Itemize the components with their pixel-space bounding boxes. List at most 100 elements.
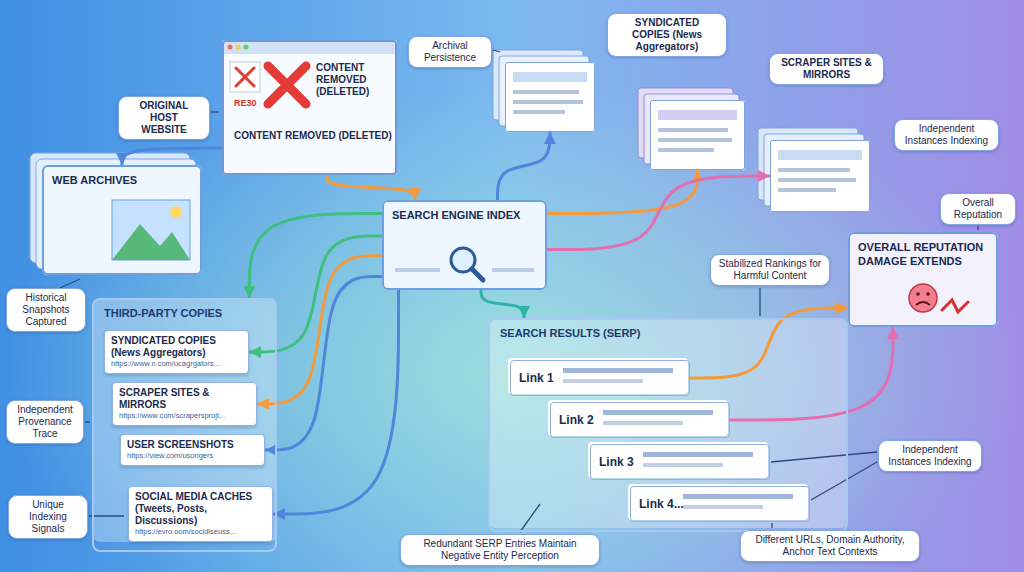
leader-line (493, 50, 500, 52)
copy-stack: Independent Instances Indexing (770, 140, 870, 212)
node-heading: WEB ARCHIVES (52, 173, 192, 187)
leader-line (977, 226, 978, 230)
group-panel: THIRD-PARTY COPIES SYNDICATED COPIES (New… (92, 298, 277, 552)
copy-card: SCRAPER SITES & MIRRORShttps://www.com/s… (112, 382, 257, 426)
node-heading: SOCIAL MEDIA CACHES (Tweets, Posts, Disc… (135, 491, 266, 527)
face-eye (916, 292, 920, 296)
copy-card: SYNDICATED COPIES (News Aggregators)http… (104, 330, 249, 374)
result-bar (643, 452, 753, 457)
leader-line (811, 462, 877, 500)
node-heading: Independent Instances Indexing (894, 119, 999, 151)
node-heading: CONTENT REMOVED (DELETED) (316, 62, 394, 98)
panel-fill (92, 298, 277, 542)
copy-line (658, 128, 728, 132)
copy-bar (658, 110, 737, 120)
leader-line (520, 504, 540, 532)
flow-arrow (730, 327, 893, 420)
index-fill (382, 200, 547, 290)
callout-label: Redundant SERP Entries Maintain Negative… (400, 534, 600, 566)
link-fill (628, 484, 808, 520)
face-mouth (916, 302, 930, 305)
node-heading: SCRAPER SITES & MIRRORS (119, 387, 250, 411)
result-link: Link 2 (550, 402, 730, 438)
copy-stack: SYNDICATED COPIES (News Aggregators) (505, 62, 595, 132)
window-dot (244, 45, 249, 50)
flow-arrow (547, 176, 770, 250)
copy-line (513, 100, 583, 104)
copy-line (658, 138, 732, 142)
browser-window: CONTENT REMOVED (DELETED)CONTENT REMOVED… (222, 40, 397, 175)
node-heading: SEARCH RESULTS (SERP) (500, 326, 836, 340)
copy-line (778, 178, 856, 182)
copy-line (513, 110, 565, 114)
result-bar (603, 421, 683, 425)
index-box: SEARCH ENGINE INDEX (382, 200, 547, 290)
node-heading: USER SCREENSHOTS (127, 439, 258, 451)
picture-hills (112, 224, 190, 260)
flow-arrow (481, 290, 524, 318)
flow-arrow (122, 148, 222, 165)
leader-line (771, 523, 772, 528)
node-heading: Link 1 (519, 371, 681, 385)
result-bar (683, 505, 763, 509)
node-heading: OVERALL REPUTATION DAMAGE EXTENDS (858, 240, 988, 268)
node-text: RE30 (234, 98, 264, 109)
link-fill (508, 358, 688, 394)
copy-front-fill (770, 140, 870, 212)
window-bar (222, 40, 397, 54)
leader-line (60, 279, 80, 288)
copy-card: SOCIAL MEDIA CACHES (Tweets, Posts, Disc… (128, 486, 273, 542)
callout-label: Different URLs, Domain Authority, Anchor… (740, 530, 920, 562)
link-fill (548, 400, 728, 436)
copy-stack: SCRAPER SITES & MIRRORS (650, 100, 745, 170)
copy-bar (778, 150, 862, 160)
node-text: https://www.n.com/ucagrgators... (111, 359, 242, 369)
big-red-x (268, 66, 306, 104)
node-text: https://evro.oom/socidiseuss... (135, 527, 266, 537)
index-bar (492, 268, 534, 272)
result-link: Link 3 (590, 444, 770, 480)
leader-line (85, 421, 90, 422)
node-heading: THIRD-PARTY COPIES (104, 306, 265, 320)
archive-box: WEB ARCHIVES (42, 165, 202, 275)
panel-fill (488, 318, 848, 528)
result-link: Link 4... (630, 486, 810, 522)
node-text: https://view.com/usongers (127, 451, 258, 461)
result-bar (563, 379, 643, 383)
leader-line (771, 452, 877, 462)
callout-label: Stabilized Rankings for Harmful Content (710, 254, 830, 286)
node-heading: Link 3 (599, 455, 761, 469)
window-fill (222, 40, 397, 175)
flow-arrow (273, 290, 399, 514)
picture-sun (170, 206, 182, 218)
index-bar (395, 268, 440, 272)
callout-label: Unique Indexing Signals (8, 495, 88, 539)
copy-front-fill (505, 62, 595, 132)
result-bar (603, 410, 713, 415)
damage-crack (942, 300, 968, 312)
reputation-panel: OVERALL REPUTATION DAMAGE EXTENDS (848, 232, 998, 327)
snapshot-picture (112, 200, 190, 260)
node-heading: Link 2 (559, 413, 721, 427)
node-heading: SEARCH ENGINE INDEX (392, 208, 537, 222)
callout-label: Overall Reputation (940, 193, 1016, 225)
flow-arrow (498, 132, 551, 200)
callout-label: Archival Persistence (408, 36, 492, 68)
leader-line (211, 111, 219, 112)
copy-card: USER SCREENSHOTShttps://view.com/usonger… (120, 434, 265, 466)
serp-panel: SEARCH RESULTS (SERP) Link 1 Link 2 Link 3 L… (488, 318, 848, 532)
magnifier-handle (472, 269, 483, 280)
broken-image (230, 62, 260, 92)
copy-line (658, 148, 714, 152)
callout-label: ORIGINAL HOST WEBSITE (118, 96, 210, 140)
window-dot (228, 45, 233, 50)
face-eye (926, 292, 930, 296)
callout-label: Independent Instances Indexing (878, 440, 982, 472)
reputation-fill (848, 232, 998, 327)
copy-line (778, 168, 850, 172)
leader-line (89, 515, 124, 516)
copy-line (778, 188, 836, 192)
small-red-x (236, 68, 254, 86)
